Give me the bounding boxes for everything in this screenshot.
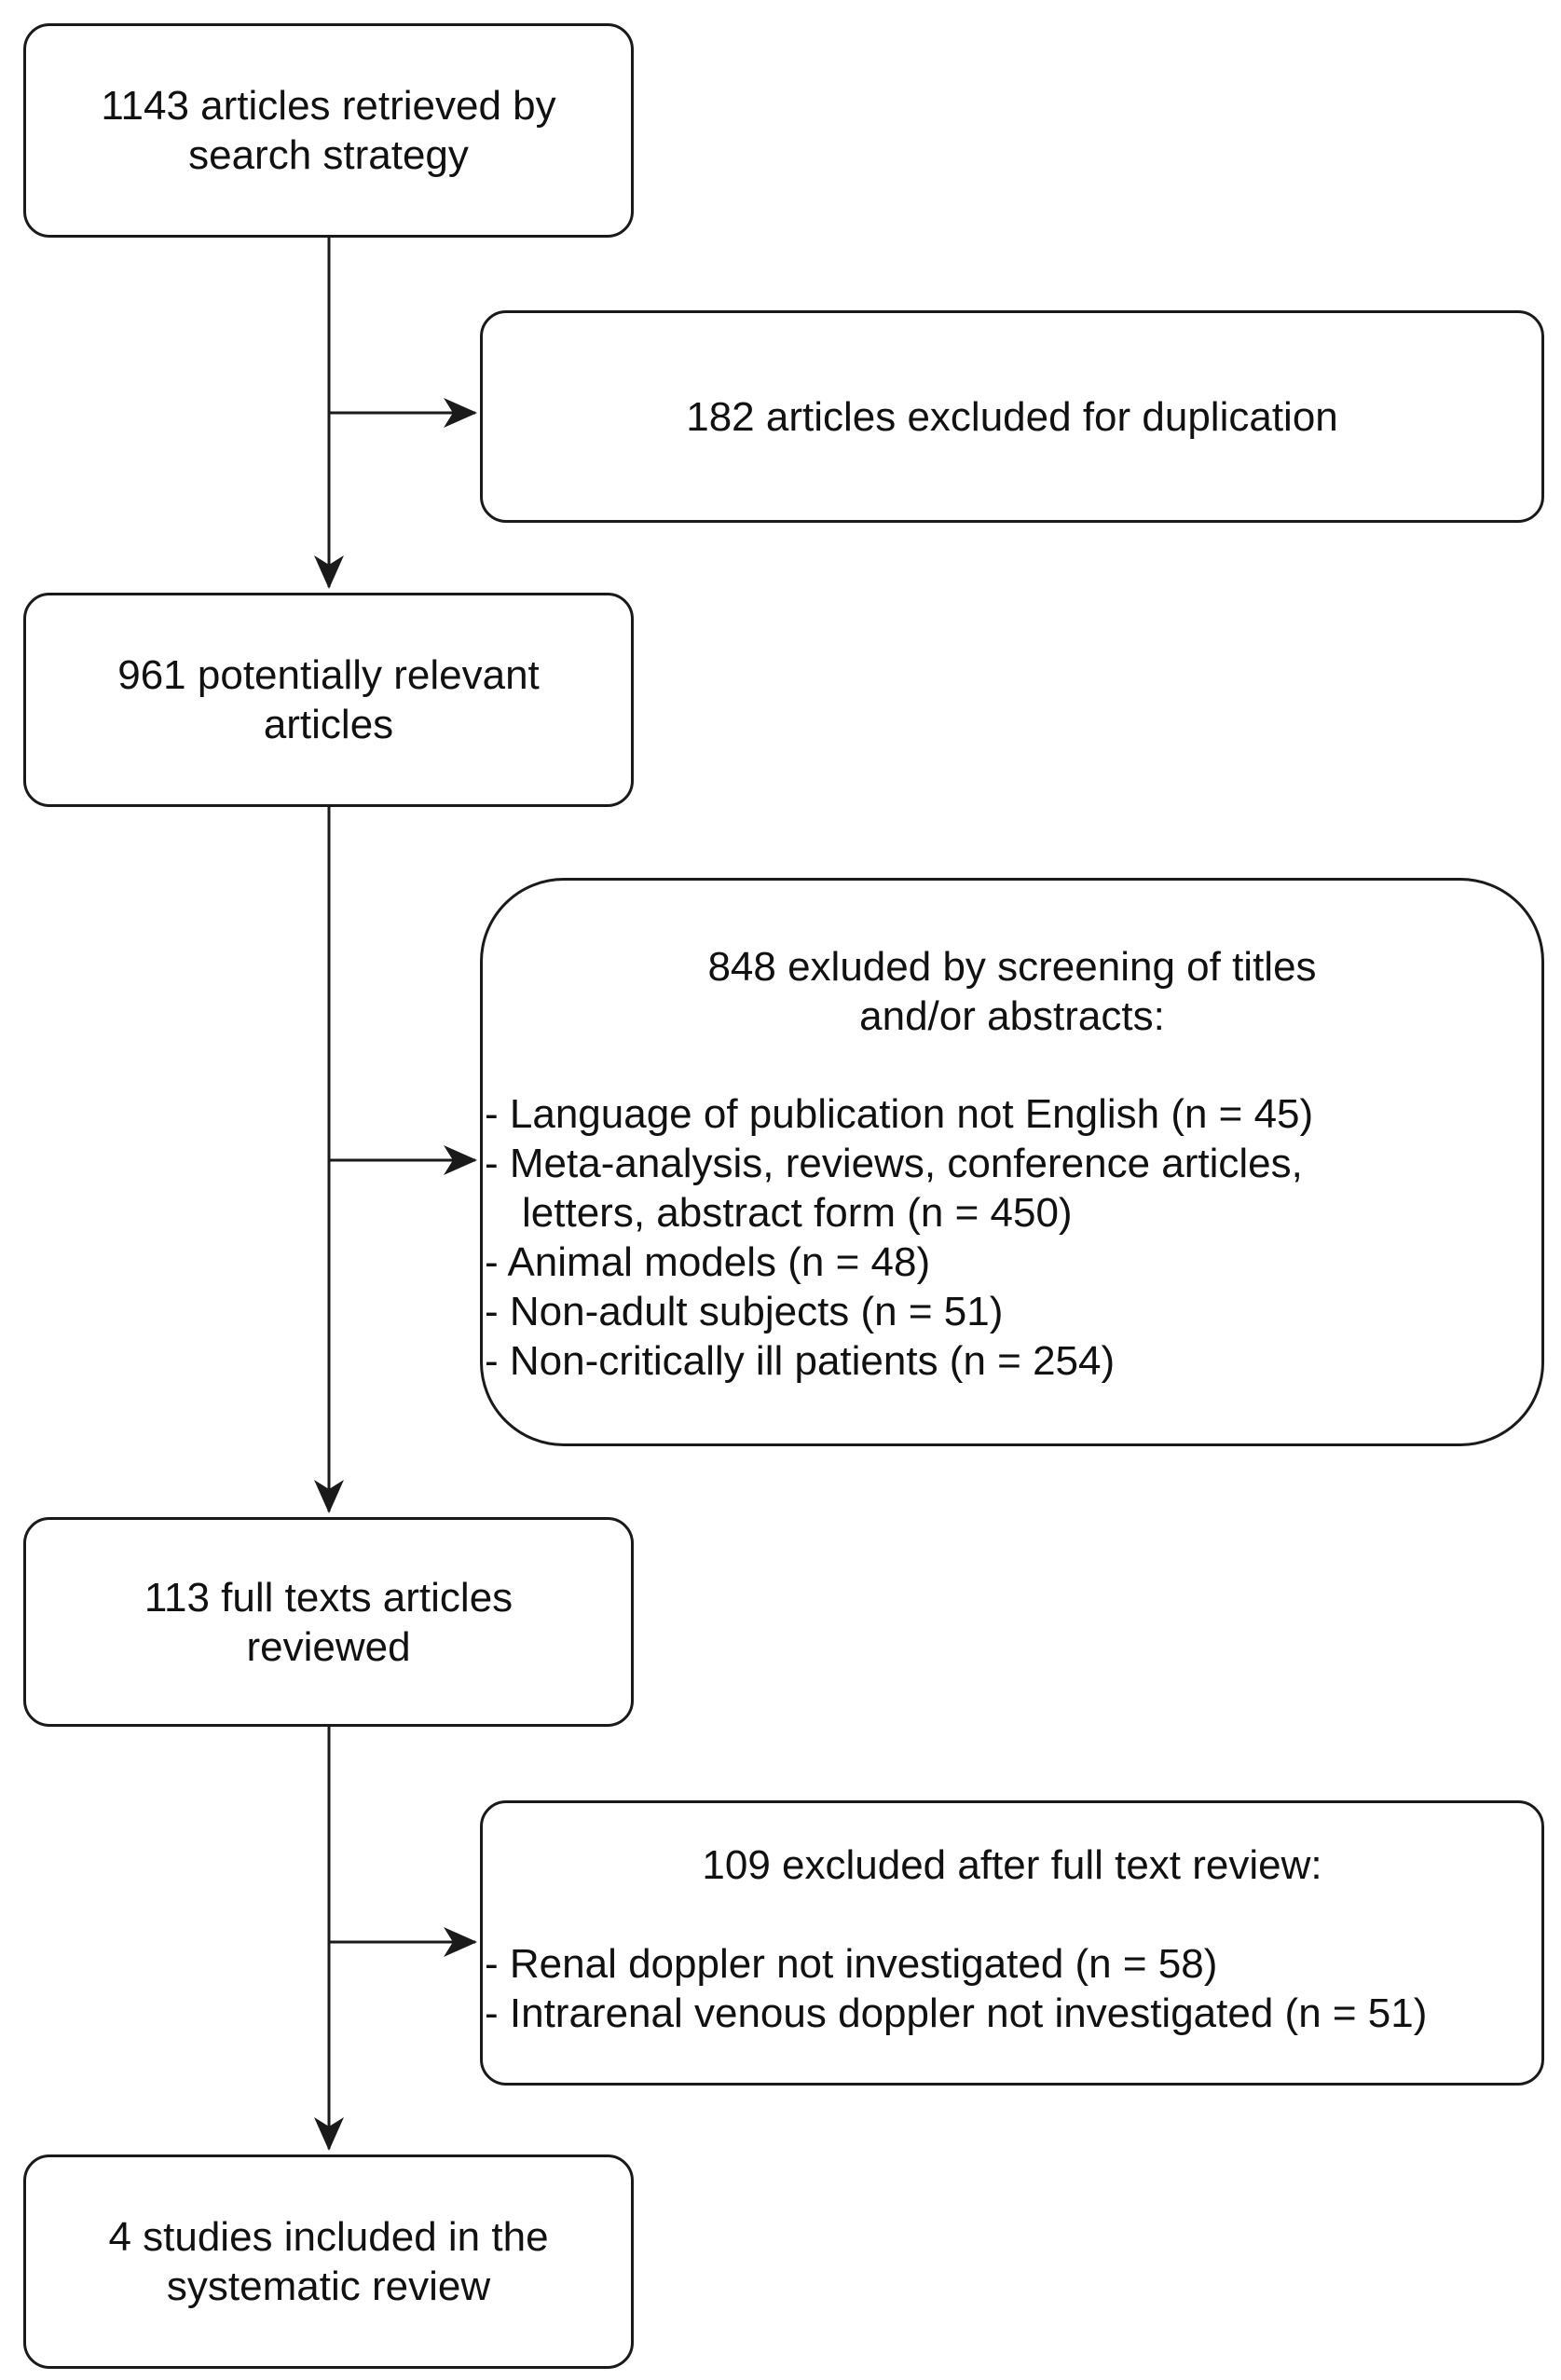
step-box-retrieved: 1143 articles retrieved by search strate… xyxy=(23,23,634,238)
exclusion-item-language: - Language of publication not English (n… xyxy=(485,1091,1314,1137)
exclusion-box-screening: 848 exluded by screening of titles and/o… xyxy=(480,878,1544,1446)
exclusion-box-screening-heading-line-1: 848 exluded by screening of titles xyxy=(707,944,1317,990)
step-box-relevant: 961 potentially relevant articles xyxy=(23,593,634,807)
exclusion-item-non-critically-ill: - Non-critically ill patients (n = 254) xyxy=(485,1338,1116,1384)
exclusion-box-full-text-review-heading-line: 109 excluded after full text review: xyxy=(702,1842,1322,1888)
exclusion-item-renal-doppler: - Renal doppler not investigated (n = 58… xyxy=(485,1941,1218,1987)
step-box-retrieved-line-1: 1143 articles retrieved by xyxy=(101,83,556,129)
exclusion-box-screening-heading: 848 exluded by screening of titles and/o… xyxy=(483,942,1541,1041)
step-box-full-texts: 113 full texts articles reviewed xyxy=(23,1517,634,1727)
step-box-full-texts-line-1: 113 full texts articles xyxy=(144,1574,513,1621)
step-box-relevant-line-2: articles xyxy=(263,702,394,747)
exclusion-item-meta-analysis: - Meta-analysis, reviews, conference art… xyxy=(485,1141,1303,1186)
exclusion-box-full-text-review: 109 excluded after full text review: - R… xyxy=(480,1800,1544,2086)
exclusion-box-duplicates: 182 articles excluded for duplication xyxy=(480,310,1544,523)
step-box-relevant-line-1: 961 potentially relevant xyxy=(117,652,540,698)
exclusion-box-screening-list: - Language of publication not English (n… xyxy=(483,1089,1541,1386)
step-box-retrieved-line-2: search strategy xyxy=(188,132,469,178)
step-box-included-studies: 4 studies included in the systematic rev… xyxy=(23,2154,634,2369)
step-box-included-studies-line-2: systematic review xyxy=(166,2264,491,2309)
exclusion-box-full-text-review-heading: 109 excluded after full text review: xyxy=(483,1840,1541,1890)
step-box-full-texts-line-2: reviewed xyxy=(246,1623,411,1670)
exclusion-item-non-adult: - Non-adult subjects (n = 51) xyxy=(485,1289,1004,1334)
exclusion-item-animal-models: - Animal models (n = 48) xyxy=(485,1239,931,1285)
exclusion-box-full-text-review-list: - Renal doppler not investigated (n = 58… xyxy=(483,1939,1541,2038)
step-box-included-studies-line-1: 4 studies included in the xyxy=(108,2214,549,2260)
exclusion-box-screening-heading-line-2: and/or abstracts: xyxy=(859,993,1165,1039)
exclusion-item-intrarenal-venous-doppler: - Intrarenal venous doppler not investig… xyxy=(485,1990,1428,2036)
exclusion-item-meta-analysis-continued: letters, abstract form (n = 450) xyxy=(522,1190,1073,1236)
exclusion-box-duplicates-text: 182 articles excluded for duplication xyxy=(686,393,1338,440)
